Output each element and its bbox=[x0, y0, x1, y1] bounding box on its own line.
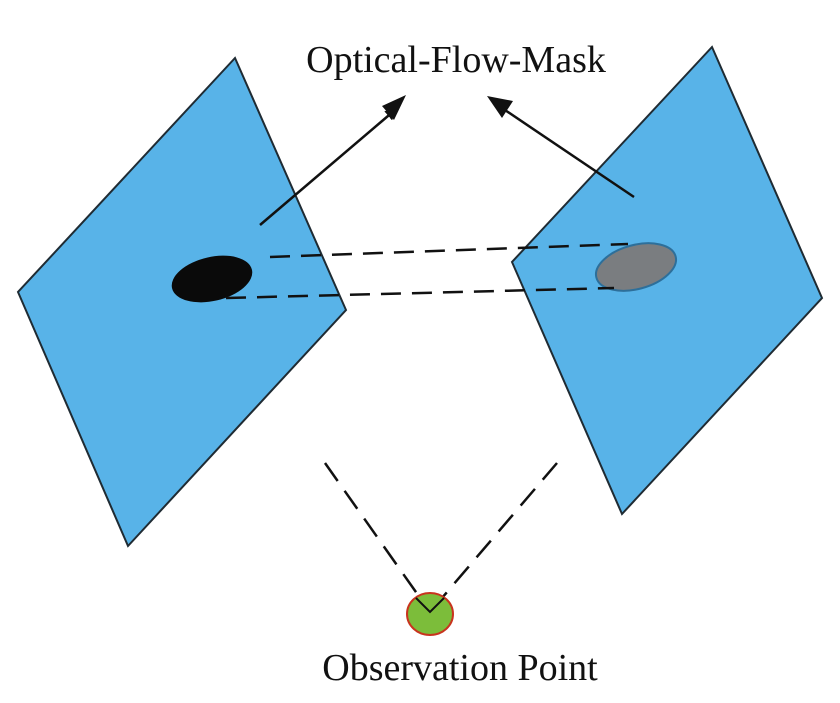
observation-vertex bbox=[415, 597, 445, 614]
right-arrow bbox=[501, 106, 635, 199]
right-mask-blob bbox=[594, 242, 678, 292]
right-arrow-head bbox=[487, 96, 513, 118]
right-image-plane bbox=[510, 45, 824, 516]
sight-line-left bbox=[323, 462, 432, 613]
left-arrow-head bbox=[382, 95, 406, 120]
left-mask-blob bbox=[171, 255, 253, 303]
left-arrow bbox=[259, 108, 398, 226]
optical-flow-mask-label: Optical-Flow-Mask bbox=[306, 39, 606, 81]
correspondence-line-bottom bbox=[225, 286, 615, 300]
correspondence-line-top bbox=[269, 242, 629, 259]
observation-point-label: Observation Point bbox=[322, 647, 598, 689]
left-image-plane bbox=[16, 56, 348, 548]
sight-line-right bbox=[429, 462, 558, 613]
observation-point-dot bbox=[406, 592, 454, 636]
